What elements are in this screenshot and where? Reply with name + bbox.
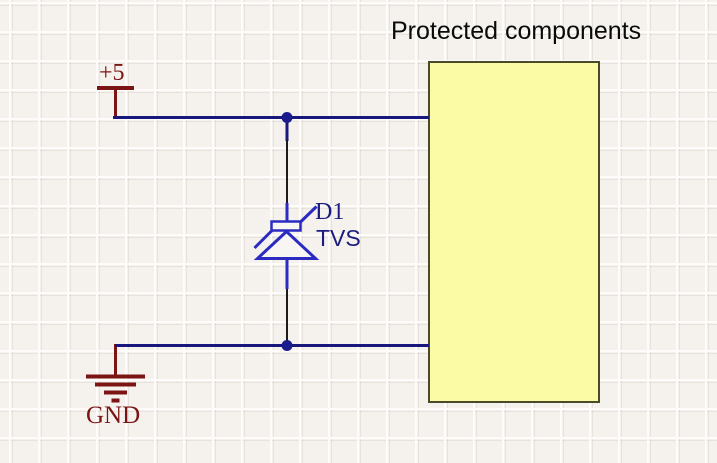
junction-dot-bottom (281, 340, 293, 351)
ground-icon (86, 344, 145, 403)
protected-components-box (428, 61, 600, 403)
protected-components-label: Protected components (391, 17, 642, 45)
diode-cathode-tick-right (298, 205, 318, 224)
diode-designator-label: D1 (315, 199, 345, 225)
power-bar-icon (97, 86, 134, 118)
power-rail-label: +5 (99, 60, 125, 86)
diode-cathode-tick-left (253, 229, 274, 250)
diode-cathode-bar (270, 220, 302, 232)
tvs-diode-icon (253, 203, 320, 289)
diode-value-label: TVS (316, 225, 361, 251)
ground-label: GND (86, 402, 141, 429)
junction-dot-top (281, 112, 293, 123)
